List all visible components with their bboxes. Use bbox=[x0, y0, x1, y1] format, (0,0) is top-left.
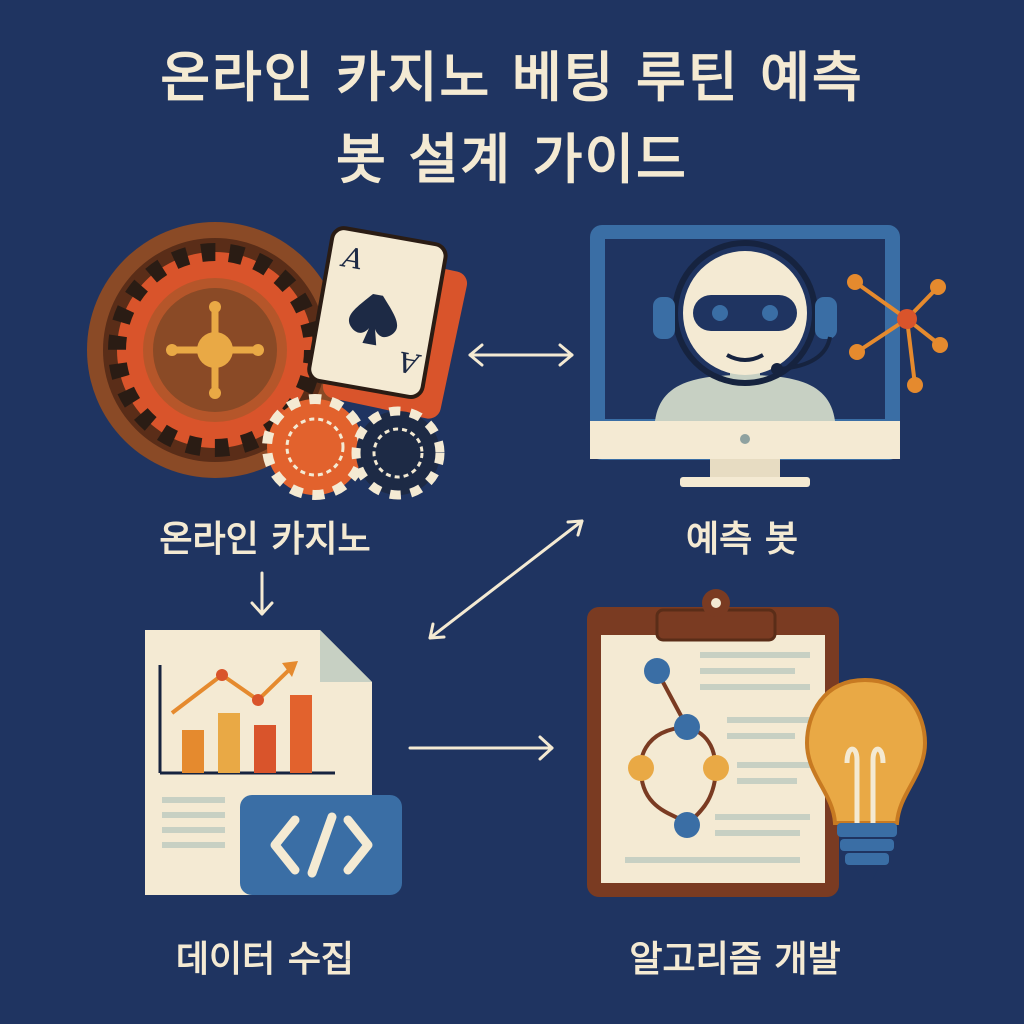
arrow-casino-data bbox=[250, 571, 274, 616]
arrow-data-algo bbox=[408, 735, 554, 761]
light-bulb-icon bbox=[804, 677, 928, 879]
node-label-bot: 예측 봇 bbox=[686, 519, 798, 560]
page-title-line1: 온라인 카지노 베팅 루틴 예측 bbox=[160, 46, 864, 109]
algo-illustration bbox=[587, 589, 928, 897]
arrow-bot-data bbox=[428, 519, 584, 640]
playing-card-icon: A A bbox=[307, 226, 468, 419]
bot-illustration bbox=[590, 225, 948, 487]
node-label-algo: 알고리즘 개발 bbox=[629, 939, 841, 980]
robot-icon bbox=[653, 240, 837, 421]
poker-chip-black-icon bbox=[351, 406, 445, 500]
node-label-casino: 온라인 카지노 bbox=[159, 519, 371, 560]
network-icon bbox=[847, 274, 948, 393]
code-icon bbox=[240, 795, 402, 895]
arrow-casino-bot bbox=[468, 343, 574, 367]
data-illustration bbox=[145, 630, 402, 895]
page-title-line2: 봇 설계 가이드 bbox=[336, 128, 688, 191]
casino-illustration: A A bbox=[87, 222, 468, 500]
clipboard-icon bbox=[587, 589, 839, 897]
node-label-data: 데이터 수집 bbox=[175, 939, 355, 980]
